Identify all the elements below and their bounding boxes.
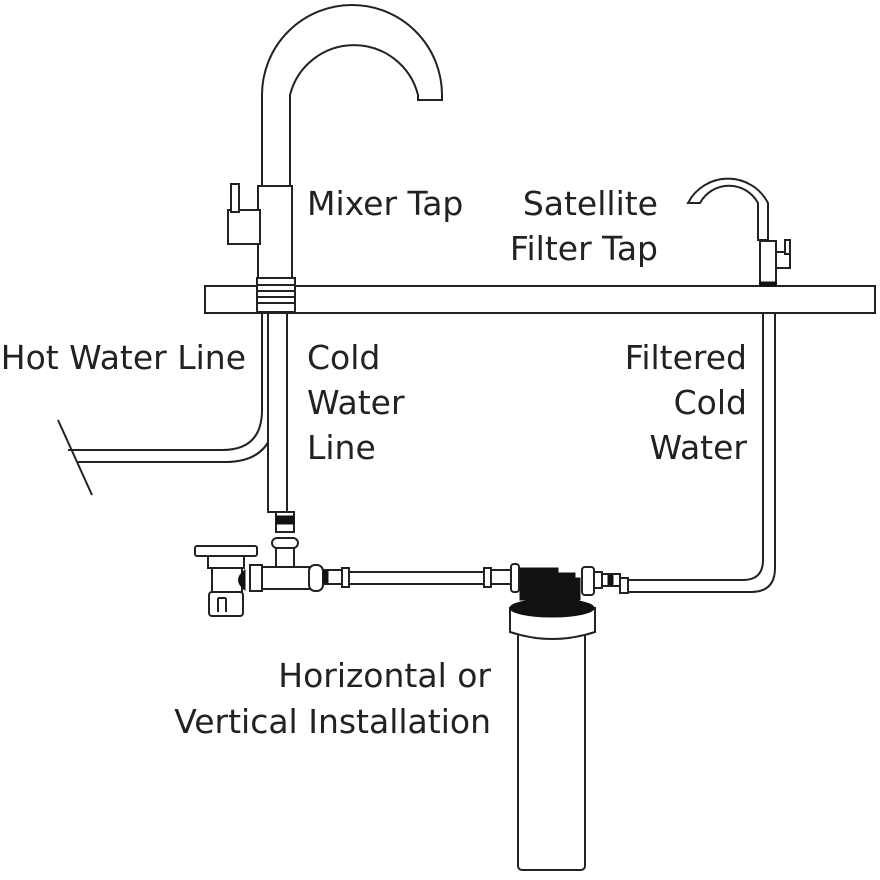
installation-label-1: Horizontal or	[278, 656, 491, 695]
filtered-water-label-1: Filtered	[625, 338, 747, 377]
satellite-tap-label-line2: Filter Tap	[510, 229, 658, 268]
cold-water-line	[267, 311, 295, 533]
satellite-tap-label-line1: Satellite	[523, 184, 658, 223]
satellite-filter-tap	[686, 177, 791, 287]
mixer-tap	[227, 4, 443, 313]
isolation-valve-and-tee	[194, 537, 350, 617]
filtered-water-label-3: Water	[649, 428, 747, 467]
mixer-tap-label: Mixer Tap	[307, 184, 463, 223]
filtered-cold-water-line	[620, 313, 776, 593]
cold-water-line-label-1: Cold	[307, 338, 380, 377]
countertop	[204, 285, 876, 314]
filtered-water-label-2: Cold	[674, 383, 747, 422]
installation-label-2: Vertical Installation	[174, 702, 491, 741]
cold-water-line-label-3: Line	[307, 428, 376, 467]
inlet-pipe	[348, 571, 485, 585]
cold-water-line-label-2: Water	[307, 383, 405, 422]
water-filter	[483, 563, 629, 871]
hot-water-line-label: Hot Water Line	[1, 338, 246, 377]
